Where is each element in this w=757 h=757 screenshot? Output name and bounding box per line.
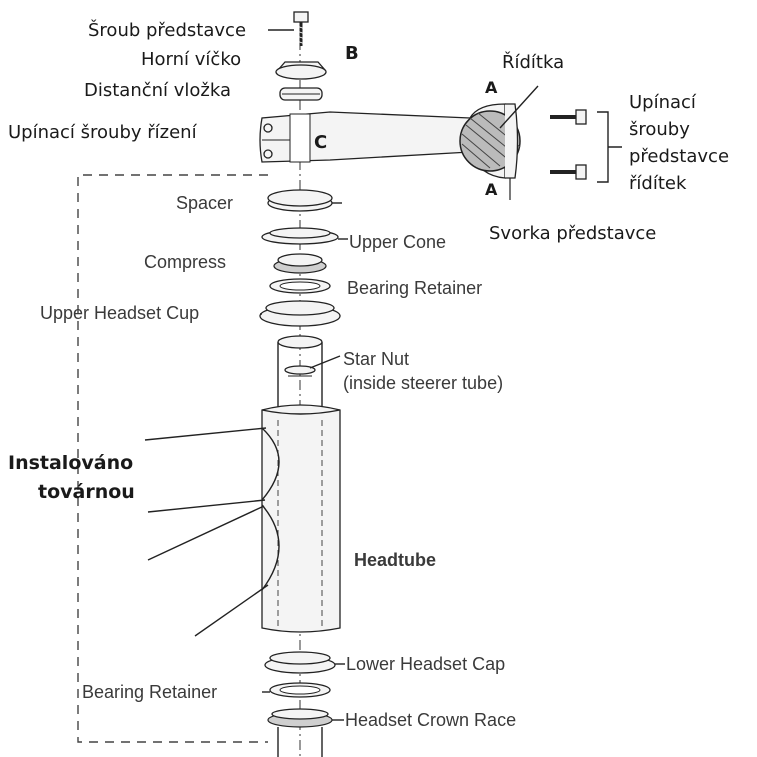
- steerer-tube-part: [277, 335, 323, 410]
- handlebar-bolts-label-4: řídítek: [629, 173, 687, 194]
- spacer-ring-part: [267, 189, 333, 212]
- lower-headset-cap-part: [264, 651, 336, 674]
- stem-part: [259, 103, 506, 179]
- star-nut-label-1: Star Nut: [343, 349, 409, 369]
- handlebar-bolts-label-2: šrouby: [629, 119, 690, 140]
- letter-b-label: B: [345, 43, 359, 64]
- bearing-retainer-lower-part: [269, 682, 331, 698]
- handlebar-bolts-label-1: Upínací: [629, 92, 697, 113]
- headtube-part: [261, 404, 341, 633]
- handlebar-bolts-part: [550, 109, 622, 183]
- top-cap-label: Horní víčko: [141, 49, 241, 70]
- compress-label: Compress: [144, 252, 226, 272]
- bearing-retainer-upper-part: [269, 278, 331, 294]
- top-cap-part: [275, 61, 327, 80]
- factory-installed-label-2: továrnou: [38, 481, 135, 503]
- stem-clamp-label: Svorka představce: [489, 223, 656, 244]
- factory-installed-bracket: [77, 174, 268, 743]
- distance-spacer-label: Distanční vložka: [84, 80, 231, 101]
- upper-headset-cup-label: Upper Headset Cup: [40, 303, 199, 323]
- upper-cone-label: Upper Cone: [349, 232, 446, 252]
- stem-bolt-label: Šroub představce: [88, 19, 246, 41]
- compress-ring-part: [273, 253, 327, 274]
- letter-a-top-label: A: [485, 78, 498, 97]
- lower-headset-cap-label: Lower Headset Cap: [346, 654, 505, 674]
- bearing-retainer-lower-label: Bearing Retainer: [82, 682, 217, 702]
- stem-bolt-part: [293, 11, 309, 46]
- frame-tubes-part: [144, 427, 269, 637]
- handlebar-bolts-label-3: představce: [629, 146, 729, 167]
- star-nut-label-2: (inside steerer tube): [343, 373, 503, 393]
- crown-race-part: [267, 708, 333, 757]
- letter-a-bottom-label: A: [485, 180, 498, 199]
- distance-spacer-part: [279, 87, 323, 101]
- letter-c-label: C: [314, 132, 327, 153]
- upper-headset-cup-part: [259, 300, 341, 327]
- factory-installed-label-1: Instalováno: [8, 452, 133, 474]
- leader-lines: [260, 29, 539, 721]
- upper-cone-part: [261, 227, 339, 245]
- handlebar-label: Řídítka: [502, 51, 564, 73]
- steering-clamp-bolts-label: Upínací šrouby řízení: [8, 122, 198, 143]
- headset-crown-race-label: Headset Crown Race: [345, 710, 516, 730]
- bearing-retainer-upper-label: Bearing Retainer: [347, 278, 482, 298]
- handlebar-clamp-part: [459, 103, 521, 200]
- spacer-label: Spacer: [176, 193, 233, 213]
- headtube-label: Headtube: [354, 550, 436, 570]
